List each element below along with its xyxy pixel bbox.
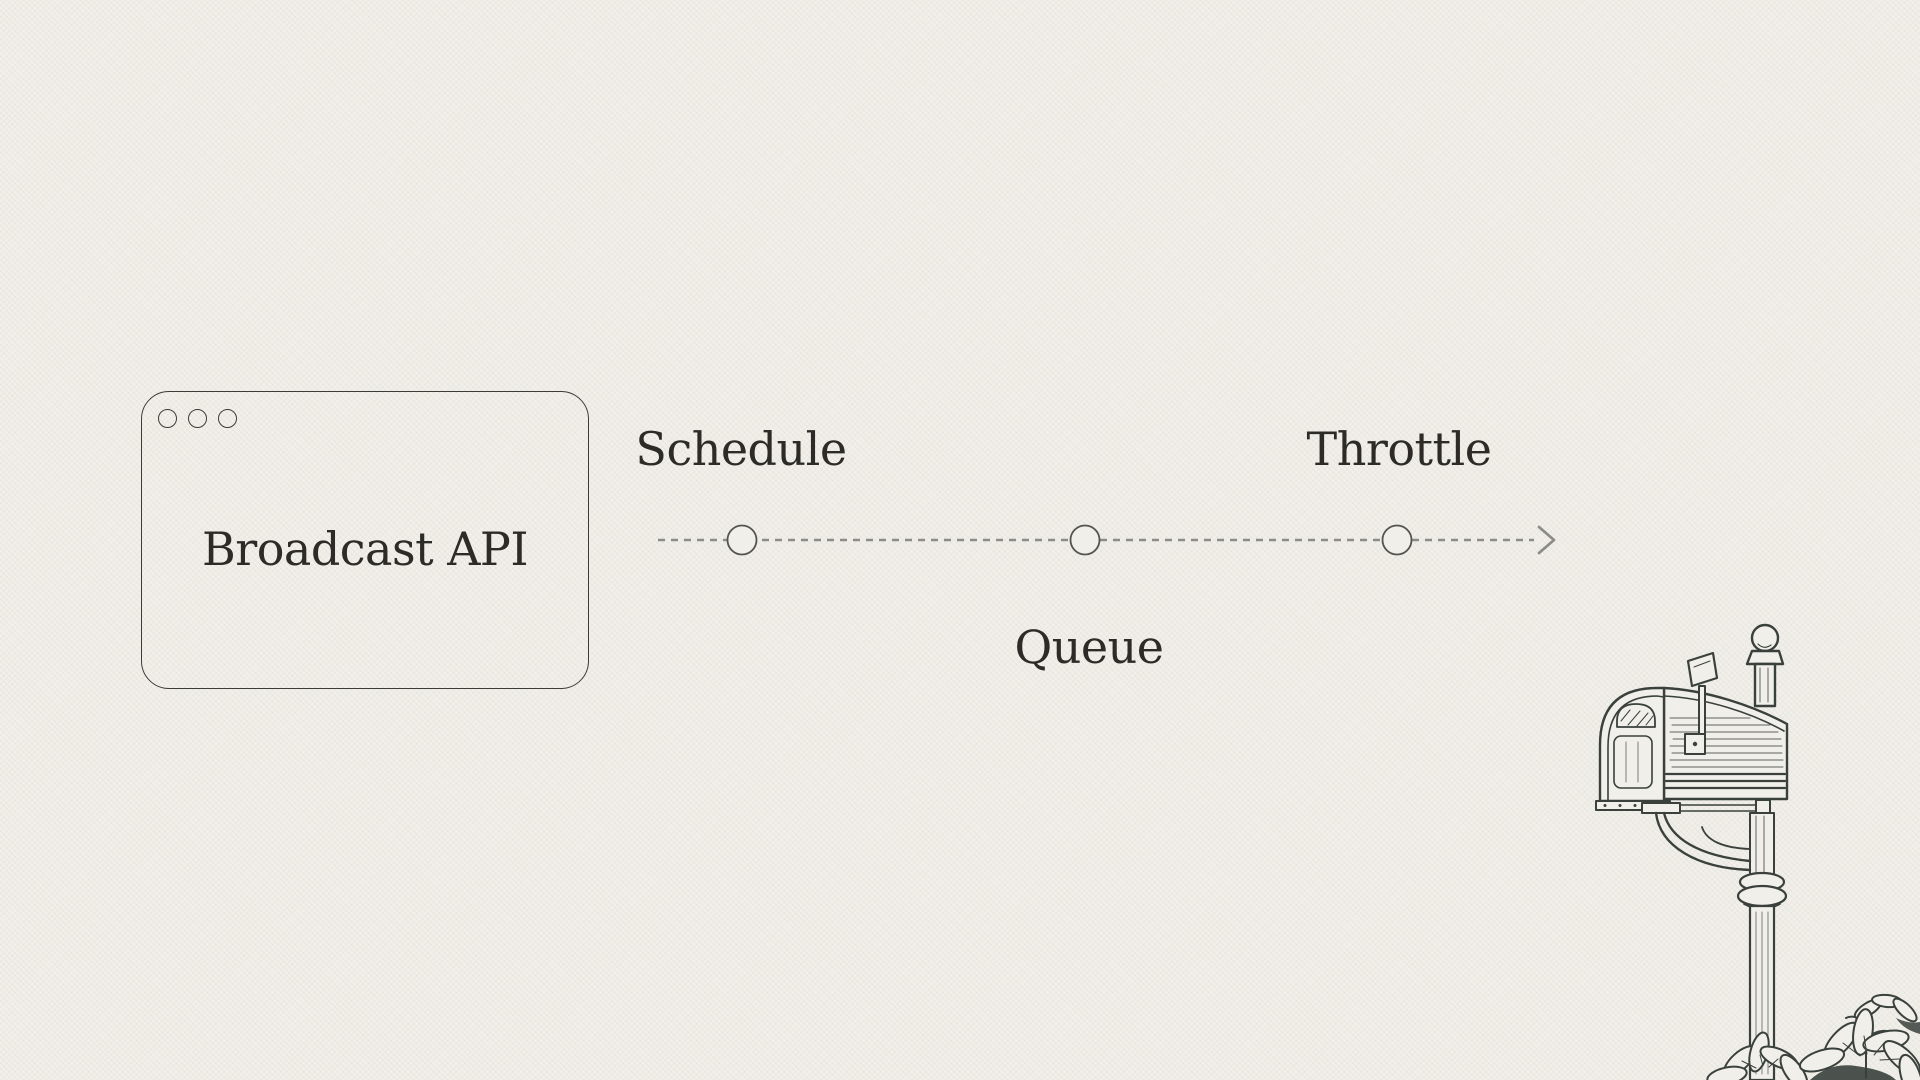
post-finial [1745,623,1785,708]
arrowhead-icon [1537,525,1556,555]
broadcast-api-label: Broadcast API [201,522,529,576]
post-bracket [1641,799,1775,876]
mailbox-flag [1684,651,1719,755]
label-throttle: Throttle [1306,422,1492,476]
window-controls [158,409,237,428]
node-queue [1069,524,1101,556]
label-queue: Queue [1014,620,1164,674]
foliage [1706,993,1920,1080]
node-throttle [1381,524,1413,556]
label-schedule: Schedule [635,422,847,476]
window-dot-icon [218,409,237,428]
mailbox-door [1595,686,1671,811]
mailbox-body [1662,686,1789,801]
node-schedule [726,524,758,556]
window-dot-icon [188,409,207,428]
pipeline-connector [658,524,1556,556]
window-dot-icon [158,409,177,428]
broadcast-api-window: Broadcast API [141,391,589,689]
mailbox-illustration [1595,623,1920,1080]
